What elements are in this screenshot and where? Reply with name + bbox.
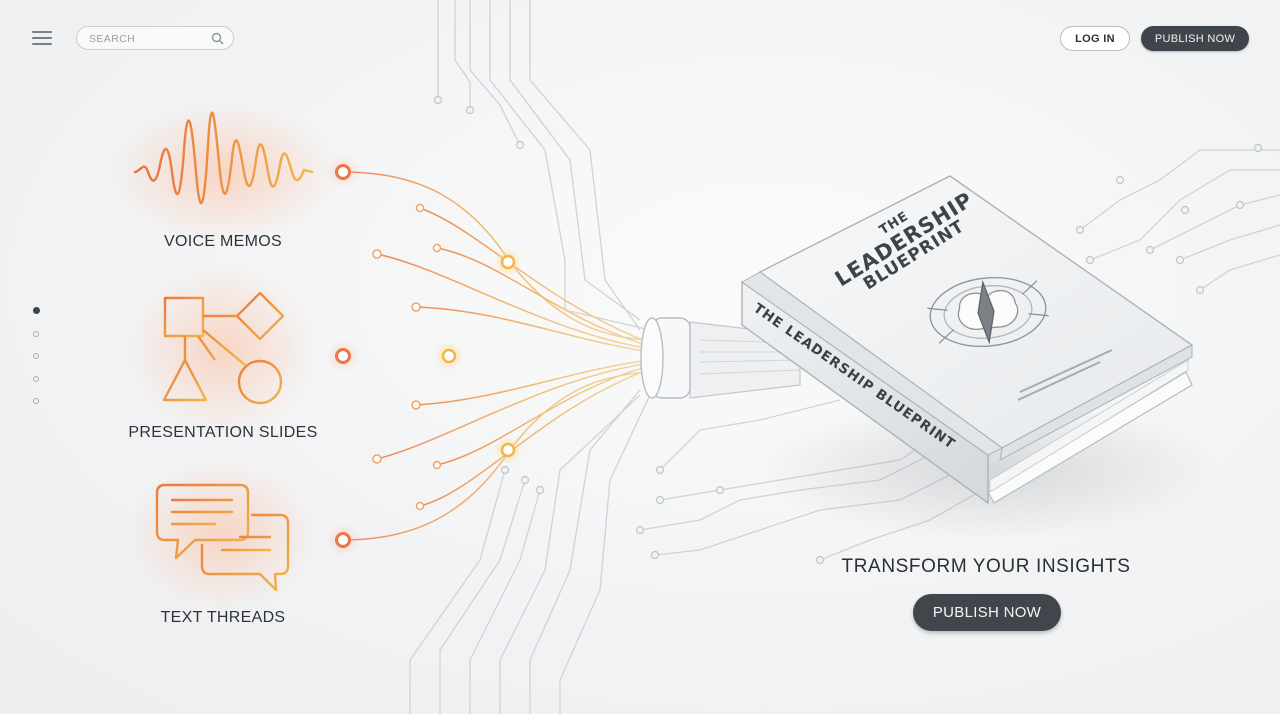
pagination-dot-3[interactable]: [33, 353, 39, 359]
compass-brain-icon: [927, 276, 1049, 348]
pagination-dot-2[interactable]: [33, 330, 39, 337]
hero-headline: TRANSFORM YOUR INSIGHTS: [841, 556, 1131, 577]
search-input[interactable]: [89, 31, 207, 46]
hero-publish-button[interactable]: PUBLISH NOW: [913, 594, 1061, 631]
source-label-presentation-slides: PRESENTATION SLIDES: [128, 424, 318, 441]
search-icon[interactable]: [211, 32, 224, 45]
source-label-text-threads: TEXT THREADS: [160, 609, 286, 626]
chat-bubbles-icon: [155, 483, 290, 592]
hamburger-menu-icon[interactable]: [30, 28, 54, 48]
slide-pagination: [33, 307, 43, 421]
login-button[interactable]: LOG IN: [1060, 26, 1130, 51]
search-box: [76, 26, 234, 50]
header-publish-button[interactable]: PUBLISH NOW: [1141, 26, 1249, 51]
waveform-icon: [133, 111, 314, 205]
shapes-diagram-icon: [162, 291, 285, 405]
source-label-voice-memos: VOICE MEMOS: [164, 233, 282, 250]
pagination-dot-5[interactable]: [33, 398, 39, 404]
pagination-dot-4[interactable]: [33, 375, 39, 382]
pagination-dot-1[interactable]: [33, 307, 40, 314]
